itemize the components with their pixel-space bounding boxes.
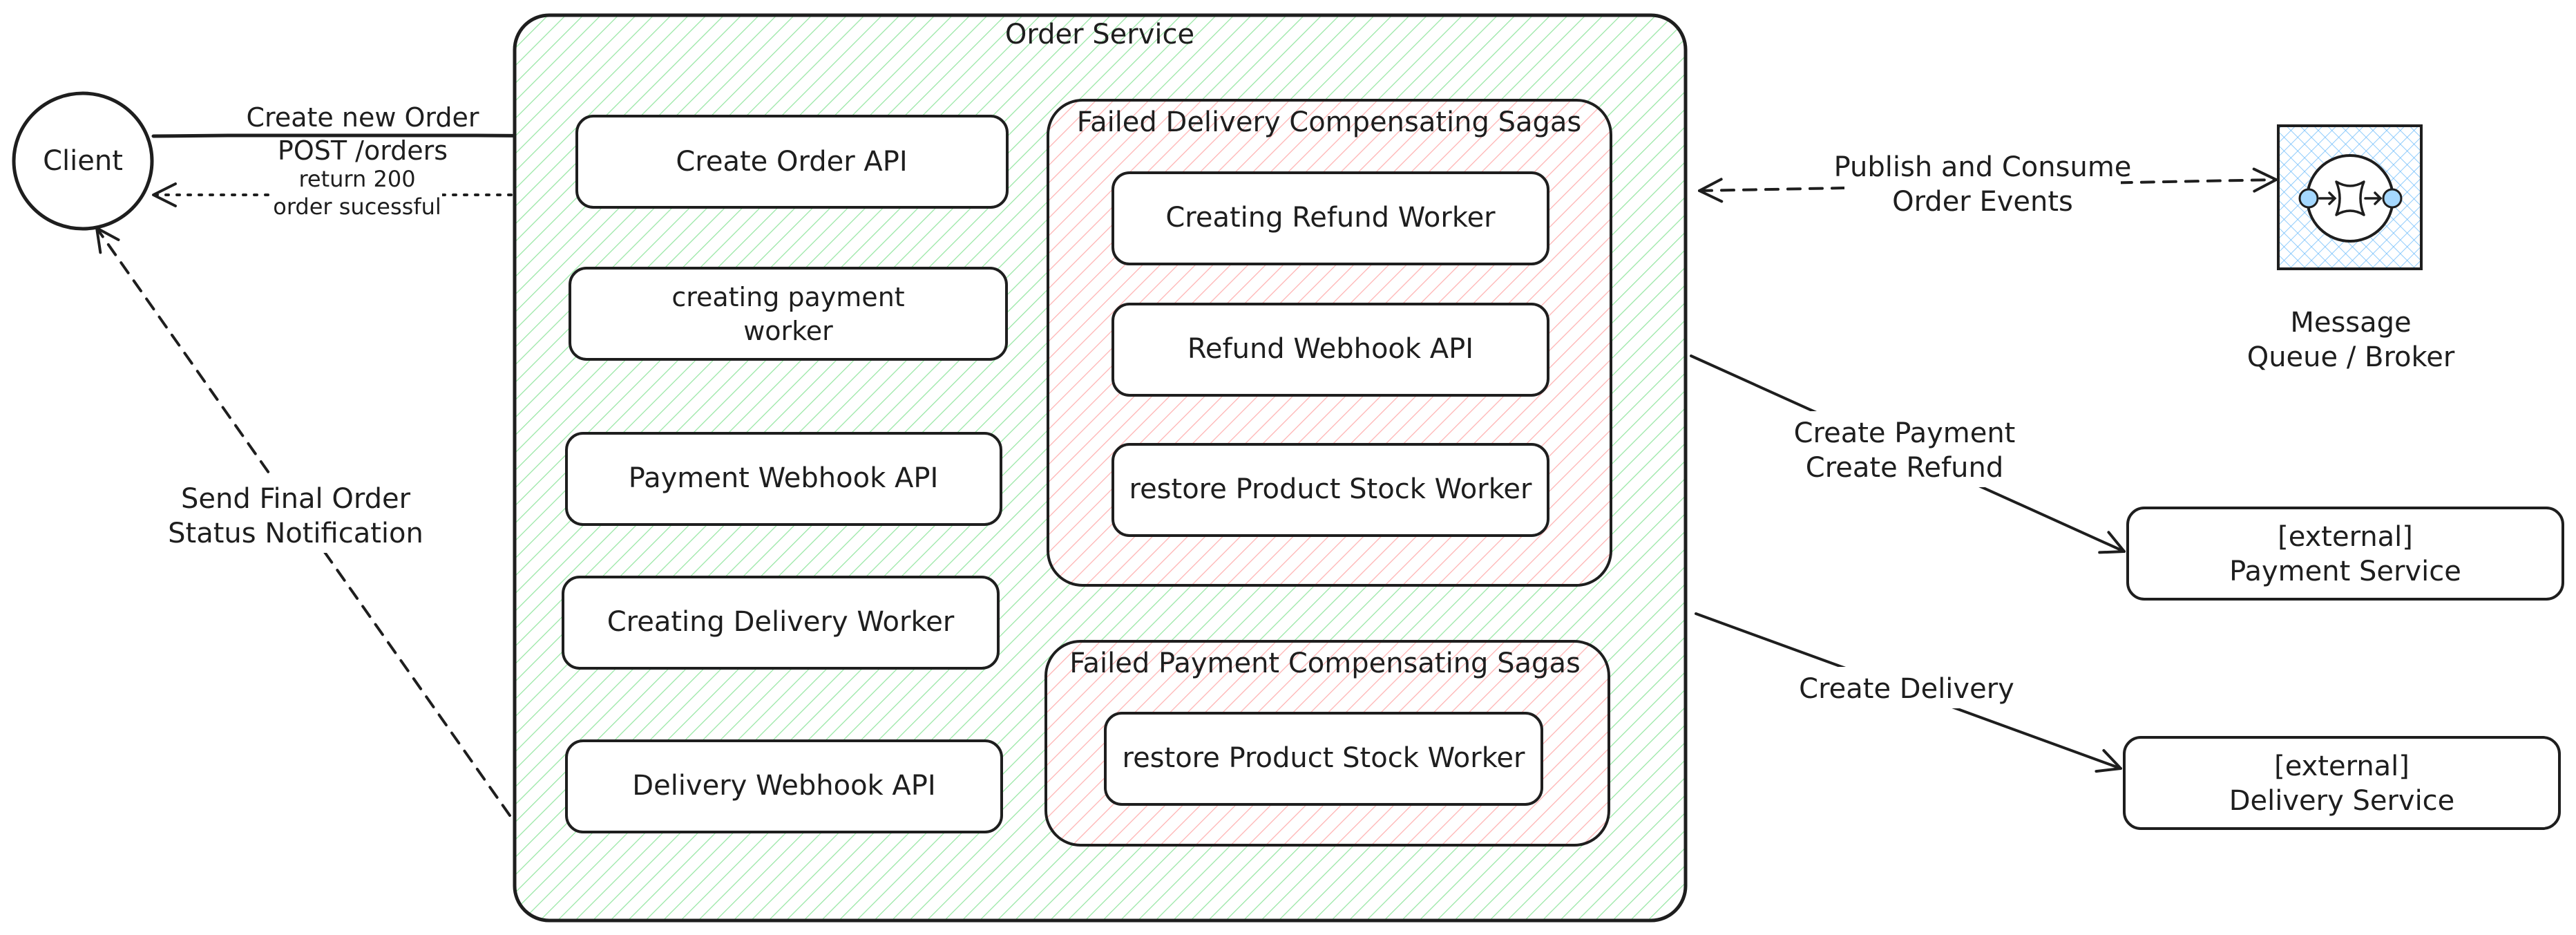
message-broker-label-line1: Message (2290, 307, 2411, 339)
edge-label-create-payment-refund-line1: Create Payment (1794, 417, 2016, 449)
refund-webhook-api-label: Refund Webhook API (1187, 333, 1473, 365)
edge-label-publish-consume: Publish and Consume Order Events (1834, 149, 2132, 225)
edge-label-return-200-line2: order sucessful (273, 193, 441, 220)
edge-label-final-notification: Send Final Order Status Notification (159, 477, 435, 553)
edge-label-create-delivery-text: Create Delivery (1799, 673, 2014, 705)
create-order-api[interactable]: Create Order API (575, 115, 1009, 209)
client-label: Client (43, 145, 123, 177)
payment-webhook-api[interactable]: Payment Webhook API (565, 432, 1002, 526)
edge-label-create-order: Create new Order POST /orders (247, 102, 479, 166)
restore-product-stock-worker-payment[interactable]: restore Product Stock Worker (1104, 712, 1543, 806)
edge-label-return-200-line1: return 200 (298, 166, 415, 192)
delivery-service-line2: Delivery Service (2229, 785, 2455, 817)
failed-delivery-saga-title: Failed Delivery Compensating Sagas (1077, 106, 1582, 138)
creating-payment-worker-label-line2: worker (743, 316, 833, 346)
creating-payment-worker[interactable]: creating payment worker (569, 267, 1008, 361)
creating-refund-worker[interactable]: Creating Refund Worker (1112, 171, 1549, 265)
refund-webhook-api[interactable]: Refund Webhook API (1112, 303, 1549, 397)
restore-product-stock-worker-delivery[interactable]: restore Product Stock Worker (1112, 443, 1549, 537)
message-broker-node[interactable] (2277, 124, 2423, 270)
edge-label-create-delivery: Create Delivery (1796, 667, 2017, 708)
delivery-service-node[interactable]: [external] Delivery Service (2123, 736, 2561, 830)
edge-label-create-payment-refund-line2: Create Refund (1806, 452, 2003, 484)
failed-payment-saga[interactable]: Failed Payment Compensating Sagas restor… (1044, 640, 1610, 847)
creating-delivery-worker[interactable]: Creating Delivery Worker (562, 576, 1000, 670)
edge-label-create-payment-refund: Create Payment Create Refund (1794, 411, 2017, 487)
delivery-webhook-api[interactable]: Delivery Webhook API (565, 739, 1003, 833)
message-queue-icon (2298, 154, 2403, 243)
restore-product-stock-worker-payment-label: restore Product Stock Worker (1123, 742, 1526, 774)
edge-label-publish-consume-line1: Publish and Consume (1834, 151, 2132, 183)
edge-label-return-200: return 200 order sucessful (273, 166, 442, 221)
client-node[interactable]: Client (12, 91, 154, 231)
edge-label-create-order-line2: POST /orders (278, 135, 448, 166)
creating-delivery-worker-label: Creating Delivery Worker (607, 606, 955, 638)
delivery-service-line1: [external] (2274, 750, 2410, 782)
edge-label-create-order-line1: Create new Order (247, 102, 479, 133)
create-order-api-label: Create Order API (676, 146, 907, 178)
failed-payment-saga-title: Failed Payment Compensating Sagas (1069, 648, 1581, 679)
creating-refund-worker-label: Creating Refund Worker (1165, 202, 1496, 234)
delivery-webhook-api-label: Delivery Webhook API (632, 770, 935, 802)
payment-service-line1: [external] (2278, 521, 2413, 553)
order-service-title: Order Service (1005, 19, 1194, 50)
restore-product-stock-worker-delivery-label: restore Product Stock Worker (1129, 473, 1533, 505)
failed-delivery-saga[interactable]: Failed Delivery Compensating Sagas Creat… (1047, 99, 1612, 587)
edge-label-final-notification-line1: Send Final Order (181, 483, 411, 515)
payment-service-node[interactable]: [external] Payment Service (2126, 507, 2564, 601)
payment-webhook-api-label: Payment Webhook API (629, 462, 939, 494)
message-broker-label-line2: Queue / Broker (2247, 341, 2455, 373)
creating-payment-worker-label-line1: creating payment (671, 282, 904, 312)
payment-service-line2: Payment Service (2229, 556, 2461, 587)
edge-label-final-notification-line2: Status Notification (168, 518, 423, 549)
edge-label-publish-consume-line2: Order Events (1892, 186, 2073, 218)
